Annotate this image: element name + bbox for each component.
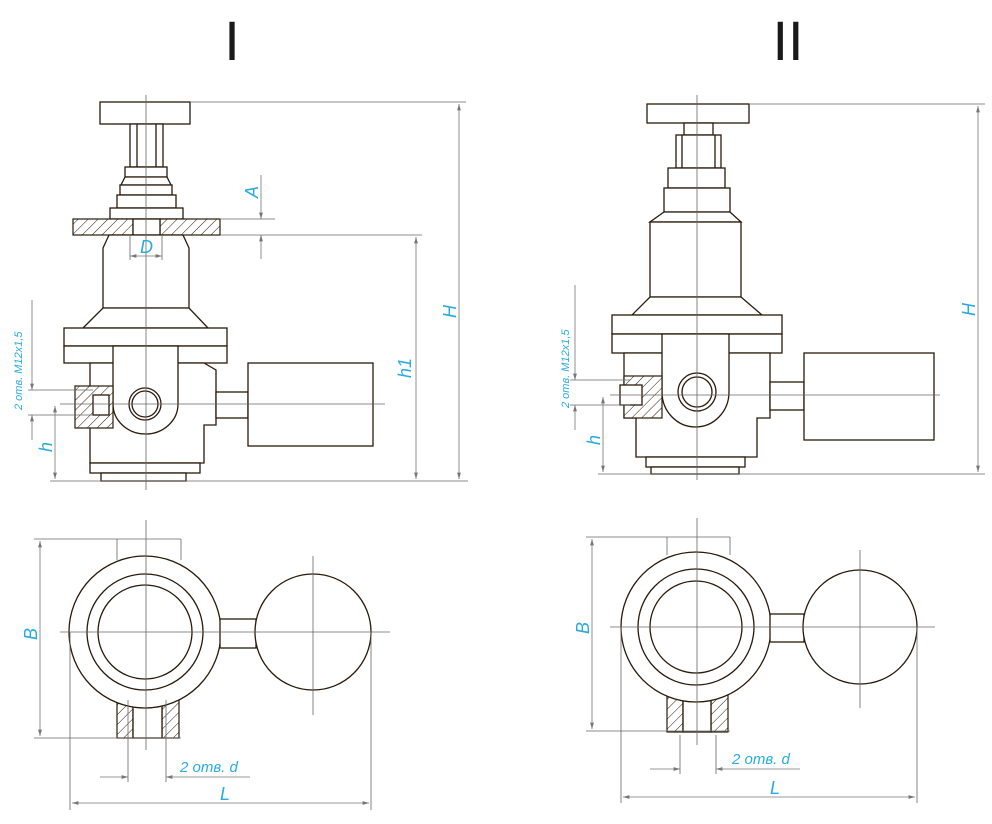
label-h: h [36, 442, 56, 452]
label-D: D [140, 237, 153, 257]
label-holes-d: 2 отв. d [731, 751, 791, 768]
label-holes-d: 2 отв. d [179, 759, 239, 776]
outlet-port [112, 345, 179, 435]
actuator-box [247, 362, 374, 447]
view-2-title: II [772, 9, 803, 72]
handwheel [646, 103, 750, 124]
label-threaded-holes: 2 отв. M12x1,5 [560, 329, 572, 409]
label-B: B [573, 622, 593, 634]
view-2-elevation: H h 2 отв. M12x1,5 [560, 95, 985, 480]
connector-tube [769, 381, 805, 411]
view-1-elevation: A D H h1 h 2 отв. M12x1,5 [13, 95, 468, 490]
outlet-port [661, 333, 730, 428]
handwheel [99, 101, 191, 125]
view-1-title: I [224, 9, 240, 72]
flange-right [159, 218, 221, 236]
flange-left [72, 218, 134, 236]
view-2-plan: B L 2 отв. d [573, 518, 935, 803]
label-H: H [440, 304, 460, 318]
label-H: H [959, 302, 979, 316]
label-h1: h1 [395, 358, 415, 378]
actuator-box [803, 352, 935, 441]
label-L: L [220, 784, 230, 804]
label-A: A [242, 186, 262, 199]
label-threaded-holes: 2 отв. M12x1,5 [13, 331, 25, 411]
label-B: B [21, 628, 41, 640]
label-L: L [770, 778, 780, 798]
label-h: h [584, 435, 604, 445]
bonnet [649, 221, 742, 298]
body-flange [63, 327, 228, 347]
stem [129, 123, 164, 168]
connector-tube [215, 391, 249, 419]
stem [675, 134, 722, 169]
view-1-plan: B L 2 отв. d [21, 520, 390, 810]
